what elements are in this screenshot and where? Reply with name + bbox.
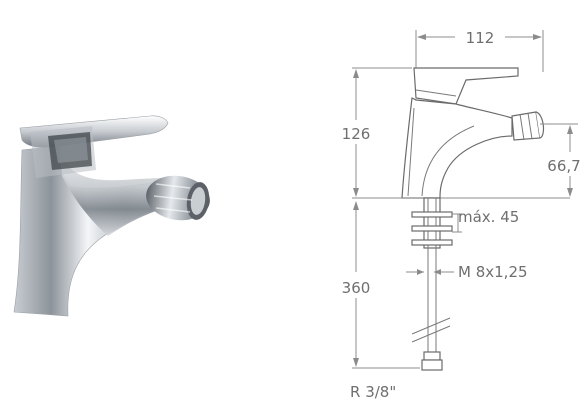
faucet-photo [13, 115, 210, 317]
max-deck-label: máx. 45 [458, 208, 519, 226]
dimension-hose-length: 360 [342, 201, 420, 369]
dimension-body-height: 126 [342, 67, 420, 199]
faucet-outline [388, 67, 570, 199]
dimension-spout-height-label: 66,7 [547, 157, 580, 175]
dimension-body-height-label: 126 [342, 125, 371, 143]
hose: R 3/8" [350, 248, 451, 401]
connection-label: R 3/8" [350, 383, 396, 401]
outline-nozzle [511, 111, 541, 141]
dimension-hose-length-label: 360 [342, 279, 371, 297]
thread-label: M 8x1,25 [458, 263, 528, 281]
dimension-spout-height: 66,7 [540, 123, 581, 197]
faucet-photo-spout [60, 146, 166, 236]
faucet-photo-nozzle [146, 175, 210, 221]
mounting-hardware: máx. 45 M 8x1,25 [406, 197, 528, 281]
technical-drawing: 112 126 360 [342, 29, 581, 401]
outline-body [401, 97, 513, 199]
dimension-width: 112 [415, 29, 544, 72]
outline-handle [413, 67, 519, 105]
dimension-width-label: 112 [466, 29, 495, 47]
